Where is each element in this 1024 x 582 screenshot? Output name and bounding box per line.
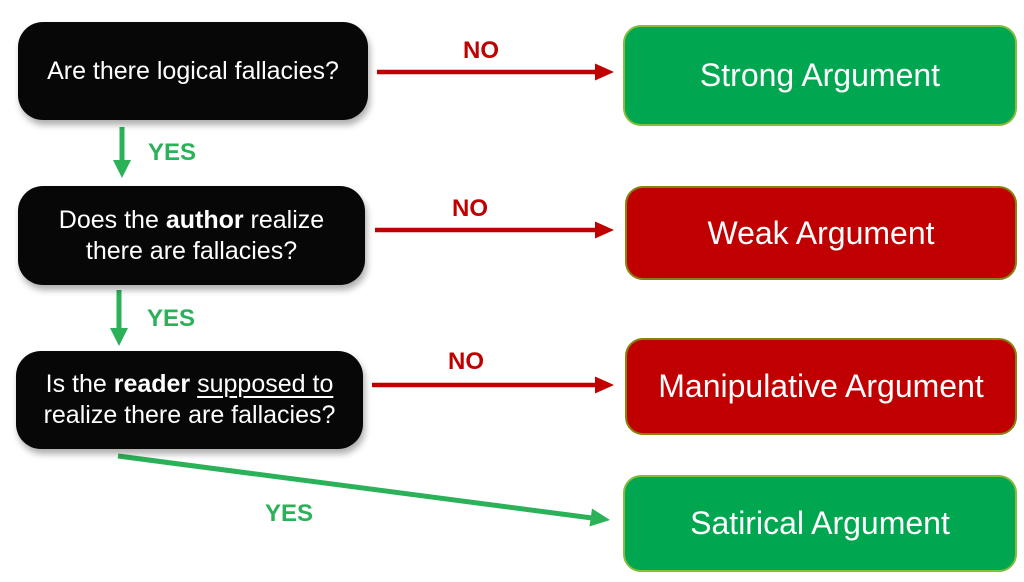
yes-arrow-1-head bbox=[113, 160, 131, 178]
question-line-2: there are fallacies? bbox=[85, 236, 298, 265]
result-label: Satirical Argument bbox=[690, 505, 950, 541]
question-text: Are there logical fallacies? bbox=[47, 56, 339, 87]
result-box-weak-argument: Weak Argument bbox=[625, 186, 1017, 280]
no-arrow-1-head bbox=[595, 63, 614, 81]
question-box-author-realize: Does the author realize there are fallac… bbox=[18, 186, 365, 285]
yes-label-2: YES bbox=[146, 305, 196, 332]
yes-label-3: YES bbox=[264, 500, 314, 527]
question-box-logical-fallacies: Are there logical fallacies? bbox=[18, 22, 368, 120]
result-box-satirical-argument: Satirical Argument bbox=[623, 475, 1017, 572]
question-line-2: realize there are fallacies? bbox=[43, 401, 336, 429]
no-arrow-2-head bbox=[595, 221, 614, 239]
result-box-manipulative-argument: Manipulative Argument bbox=[625, 338, 1017, 435]
question-text: Does the author realize there are fallac… bbox=[59, 205, 324, 267]
no-label-3: NO bbox=[448, 348, 484, 375]
question-line-1: Does the author realize bbox=[58, 205, 325, 234]
result-label: Strong Argument bbox=[699, 57, 941, 93]
result-label: Manipulative Argument bbox=[658, 368, 984, 404]
yes-arrow-2-head bbox=[110, 328, 128, 346]
yes-arrow-3-line bbox=[117, 453, 593, 521]
question-text: Is the reader supposed to realize there … bbox=[44, 369, 336, 431]
no-label-2: NO bbox=[452, 195, 488, 222]
yes-label-1: YES bbox=[147, 139, 197, 166]
no-label-1: NO bbox=[463, 37, 499, 64]
result-label: Weak Argument bbox=[707, 214, 935, 251]
no-arrow-3-head bbox=[595, 376, 614, 394]
result-box-strong-argument: Strong Argument bbox=[623, 25, 1017, 126]
question-line-1: Is the reader supposed to bbox=[45, 370, 334, 398]
yes-arrow-3-head bbox=[589, 508, 610, 527]
question-box-reader-supposed: Is the reader supposed to realize there … bbox=[16, 351, 363, 449]
question-line: Are there logical fallacies? bbox=[47, 56, 339, 85]
